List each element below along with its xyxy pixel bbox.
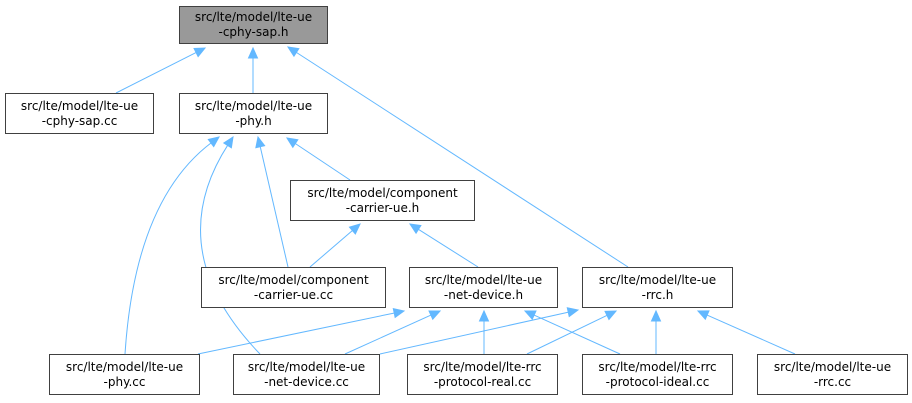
- node-label-line: src/lte/model/lte-ue: [194, 98, 313, 113]
- node-lte-ue-net-device-cc[interactable]: src/lte/model/lte-ue -net-device.cc: [233, 354, 380, 395]
- node-lte-ue-rrc-h[interactable]: src/lte/model/lte-ue -rrc.h: [582, 267, 733, 308]
- arrowhead-phy_h-to-cphy_sap_h: [247, 46, 259, 59]
- node-label-line: -net-device.h: [443, 287, 524, 302]
- edge-rrc_real_cc-to-rrc_h: [526, 314, 609, 355]
- node-lte-ue-phy-h[interactable]: src/lte/model/lte-ue -phy.h: [179, 93, 328, 134]
- arrowhead-rrc_ideal_cc-to-rrc_h: [650, 309, 662, 322]
- node-label-line: -cphy-sap.cc: [41, 113, 118, 128]
- node-label-line: src/lte/model/lte-ue: [247, 359, 366, 374]
- edge-phy_cc-to-netdev_h: [197, 312, 396, 355]
- node-label-line: -protocol-real.cc: [433, 374, 532, 389]
- node-label-line: -cphy-sap.h: [218, 25, 289, 39]
- node-label-line: -phy.h: [235, 113, 272, 128]
- node-label-line: -carrier-ue.cc: [253, 287, 334, 302]
- arrowhead-cc_ue_h-to-phy_h: [285, 137, 299, 149]
- edge-netdev_h-to-cc_ue_h: [417, 228, 479, 268]
- node-lte-ue-cphy-sap-h: src/lte/model/lte-ue -cphy-sap.h: [179, 6, 328, 44]
- node-component-carrier-ue-cc[interactable]: src/lte/model/component -carrier-ue.cc: [201, 267, 386, 308]
- arrowhead-netdev_cc-to-phy_h: [222, 135, 234, 149]
- arrowhead-netdev_cc-to-rrc_h: [566, 307, 580, 318]
- node-label-line: src/lte/model/lte-ue: [598, 272, 717, 287]
- node-lte-ue-cphy-sap-cc[interactable]: src/lte/model/lte-ue -cphy-sap.cc: [5, 93, 154, 134]
- edge-cc_ue_cc-to-phy_h: [259, 145, 289, 268]
- node-label-line: src/lte/model/lte-ue: [65, 359, 184, 374]
- node-label-line: src/lte/model/component: [218, 272, 369, 287]
- arrowhead-cphy_sap_cc-to-cphy_sap_h: [193, 47, 207, 58]
- node-lte-rrc-protocol-real-cc[interactable]: src/lte/model/lte-rrc -protocol-real.cc: [407, 354, 558, 395]
- node-label-line: src/lte/model/lte-ue: [194, 10, 313, 24]
- arrowhead-rrc_cc-to-rrc_h: [696, 310, 710, 321]
- edge-netdev_cc-to-phy_h: [200, 144, 261, 355]
- arrowhead-phy_cc-to-netdev_h: [392, 307, 406, 319]
- arrowhead-cc_ue_cc-to-cc_ue_h: [348, 223, 361, 235]
- node-label-line: src/lte/model/component: [307, 185, 458, 200]
- arrowhead-netdev_h-to-cc_ue_h: [408, 223, 422, 235]
- arrowhead-rrc_real_cc-to-netdev_h: [478, 309, 490, 322]
- edge-netdev_cc-to-rrc_h: [379, 311, 570, 355]
- edge-rrc_cc-to-rrc_h: [706, 314, 796, 355]
- node-label-line: src/lte/model/lte-ue: [424, 272, 543, 287]
- node-label-line: -phy.cc: [103, 374, 146, 389]
- node-component-carrier-ue-h[interactable]: src/lte/model/component -carrier-ue.h: [290, 180, 475, 221]
- edge-rrc_h-to-cphy_sap_h: [295, 51, 629, 268]
- node-lte-ue-phy-cc[interactable]: src/lte/model/lte-ue -phy.cc: [49, 354, 200, 395]
- arrowhead-cc_ue_cc-to-phy_h: [255, 135, 266, 149]
- arrowhead-netdev_cc-to-netdev_h: [428, 310, 442, 321]
- node-label-line: src/lte/model/lte-ue: [20, 98, 139, 113]
- node-lte-ue-net-device-h[interactable]: src/lte/model/lte-ue -net-device.h: [409, 267, 558, 308]
- arrowhead-rrc_real_cc-to-rrc_h: [604, 310, 618, 321]
- node-label-line: -rrc.cc: [813, 374, 852, 389]
- edge-rrc_ideal_cc-to-netdev_h: [532, 314, 621, 355]
- arrowhead-rrc_ideal_cc-to-netdev_h: [523, 310, 537, 321]
- node-label-line: src/lte/model/lte-rrc: [598, 359, 717, 374]
- node-label-line: src/lte/model/lte-rrc: [423, 359, 542, 374]
- node-label-line: src/lte/model/lte-ue: [773, 359, 892, 374]
- node-lte-ue-rrc-cc[interactable]: src/lte/model/lte-ue -rrc.cc: [757, 354, 908, 395]
- arrowhead-phy_cc-to-phy_h: [207, 136, 220, 148]
- node-lte-rrc-protocol-ideal-cc[interactable]: src/lte/model/lte-rrc -protocol-ideal.cc: [582, 354, 733, 395]
- edge-cphy_sap_cc-to-cphy_sap_h: [115, 51, 198, 94]
- node-label-line: -protocol-ideal.cc: [605, 374, 710, 389]
- arrowhead-rrc_h-to-cphy_sap_h: [286, 46, 300, 58]
- edge-cc_ue_cc-to-cc_ue_h: [309, 229, 354, 268]
- edge-netdev_cc-to-netdev_h: [344, 314, 433, 355]
- node-label-line: -carrier-ue.h: [345, 200, 420, 215]
- edge-phy_cc-to-phy_h: [124, 142, 213, 355]
- edge-cc_ue_h-to-phy_h: [294, 142, 351, 181]
- node-label-line: -net-device.cc: [264, 374, 349, 389]
- node-label-line: -rrc.h: [641, 287, 674, 302]
